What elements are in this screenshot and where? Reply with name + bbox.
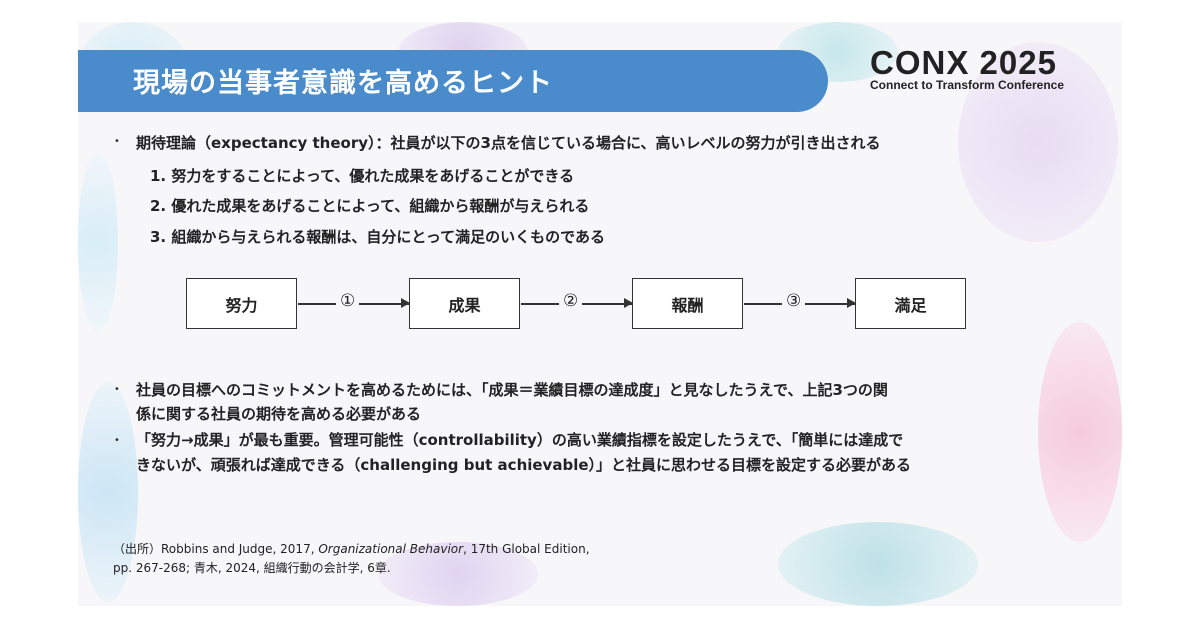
list-item: 1. 努力をすることによって、優れた成果をあげることができる — [150, 167, 575, 185]
decor-bubble — [78, 152, 118, 332]
title-bar: 現場の当事者意識を高めるヒント — [78, 50, 828, 112]
flow-box-satisfaction: 満足 — [855, 278, 966, 329]
flow-arrow: ③ — [744, 291, 856, 311]
bullet-text: きないが、頑張れば達成できる（challenging but achievabl… — [136, 456, 912, 474]
decor-bubble — [378, 542, 538, 606]
bullet-dot: • — [114, 384, 120, 395]
list-item: 2. 優れた成果をあげることによって、組織から報酬が与えられる — [150, 197, 590, 215]
flow-link-label: ② — [559, 291, 583, 311]
source-citation-line2: pp. 267-268; 青木, 2024, 組織行動の会計学, 6章. — [113, 561, 391, 575]
decor-bubble — [778, 522, 978, 606]
flow-link-label: ① — [336, 291, 360, 311]
source-text: （出所）Robbins and Judge, 2017, — [113, 542, 319, 556]
decor-bubble — [958, 42, 1118, 242]
list-item: 3. 組織から与えられる報酬は、自分にとって満足のいくものである — [150, 228, 606, 246]
bullet-dot: • — [114, 435, 120, 446]
source-text: , 17th Global Edition, — [463, 542, 590, 556]
flow-arrow: ② — [521, 291, 633, 311]
bullet-dot: • — [114, 136, 120, 147]
bullet-text: 社員の目標へのコミットメントを高めるためには、「成果＝業績目標の達成度」と見なし… — [136, 381, 888, 399]
decor-bubble — [1038, 322, 1122, 542]
flow-link-label: ③ — [782, 291, 806, 311]
bullet-text: 係に関する社員の期待を高める必要がある — [136, 405, 422, 423]
logo-subtitle: Connect to Transform Conference — [870, 78, 1065, 92]
intro-text: 期待理論（expectancy theory）：社員が以下の3点を信じている場合… — [136, 134, 881, 152]
conference-logo: CONX 2025 Connect to Transform Conferenc… — [870, 44, 1064, 92]
flow-box-result: 成果 — [409, 278, 520, 329]
flow-arrow: ① — [298, 291, 410, 311]
slide: 現場の当事者意識を高めるヒント CONX 2025 Connect to Tra… — [78, 22, 1122, 606]
flow-box-reward: 報酬 — [632, 278, 743, 329]
decor-bubble — [78, 382, 138, 602]
bullet-text: 「努力→成果」が最も重要。管理可能性（controllability）の高い業績… — [136, 431, 904, 449]
source-citation: （出所）Robbins and Judge, 2017, Organizatio… — [113, 540, 590, 557]
logo-main: CONX 2025 — [870, 44, 1057, 81]
flow-box-effort: 努力 — [186, 278, 297, 329]
source-book-title: Organizational Behavior — [318, 542, 464, 556]
page-title: 現場の当事者意識を高めるヒント — [133, 68, 553, 99]
